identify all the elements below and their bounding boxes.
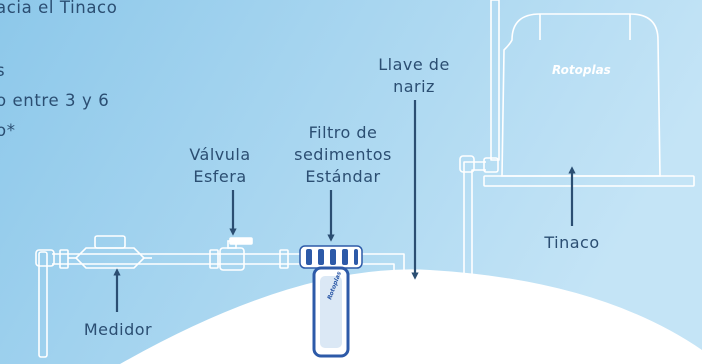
label-llave-line1: Llave de	[378, 55, 450, 74]
pipe-coupling-2	[209, 249, 219, 269]
pipe-network	[35, 0, 500, 358]
side-text-line1: acia el Tinaco	[0, 0, 117, 17]
pipe-right-bottom	[362, 263, 462, 357]
pipe-tank-elbow	[459, 155, 475, 173]
label-filtro-line1: Filtro de	[309, 123, 378, 142]
ground-hill	[120, 269, 702, 364]
meter-icon	[68, 235, 152, 269]
filter-icon	[299, 245, 363, 358]
pipe-coupling-1	[59, 249, 69, 269]
pipe-bottom-return	[403, 300, 462, 348]
label-llave-line2: nariz	[393, 77, 435, 96]
label-valvula-line2: Esfera	[193, 167, 246, 186]
label-medidor: Medidor	[84, 320, 152, 339]
label-valvula-line1: Válvula	[189, 145, 250, 164]
tank-logo: Rotoplas	[552, 63, 611, 77]
side-text-line3: o entre 3 y 6	[0, 91, 109, 110]
arrows	[113, 100, 576, 312]
pipe-tank-riser-inner	[462, 161, 486, 348]
label-filtro-line3: Estándar	[305, 167, 380, 186]
pipe-tank-top	[490, 0, 500, 161]
label-filtro-line2: sedimentos	[294, 145, 392, 164]
valve-icon	[219, 237, 253, 271]
pipe-coupling-3	[279, 249, 289, 269]
faucet-icon	[395, 289, 433, 312]
label-tinaco: Tinaco	[543, 233, 599, 252]
pipe-left-riser	[38, 251, 48, 358]
pipe-tank-riser	[462, 169, 486, 357]
pipe-right-top	[362, 253, 405, 276]
side-text-line2: s	[0, 61, 5, 80]
side-text-line4: o*	[0, 121, 16, 140]
tank-icon	[483, 13, 695, 187]
pipe-left-elbow	[35, 249, 55, 267]
